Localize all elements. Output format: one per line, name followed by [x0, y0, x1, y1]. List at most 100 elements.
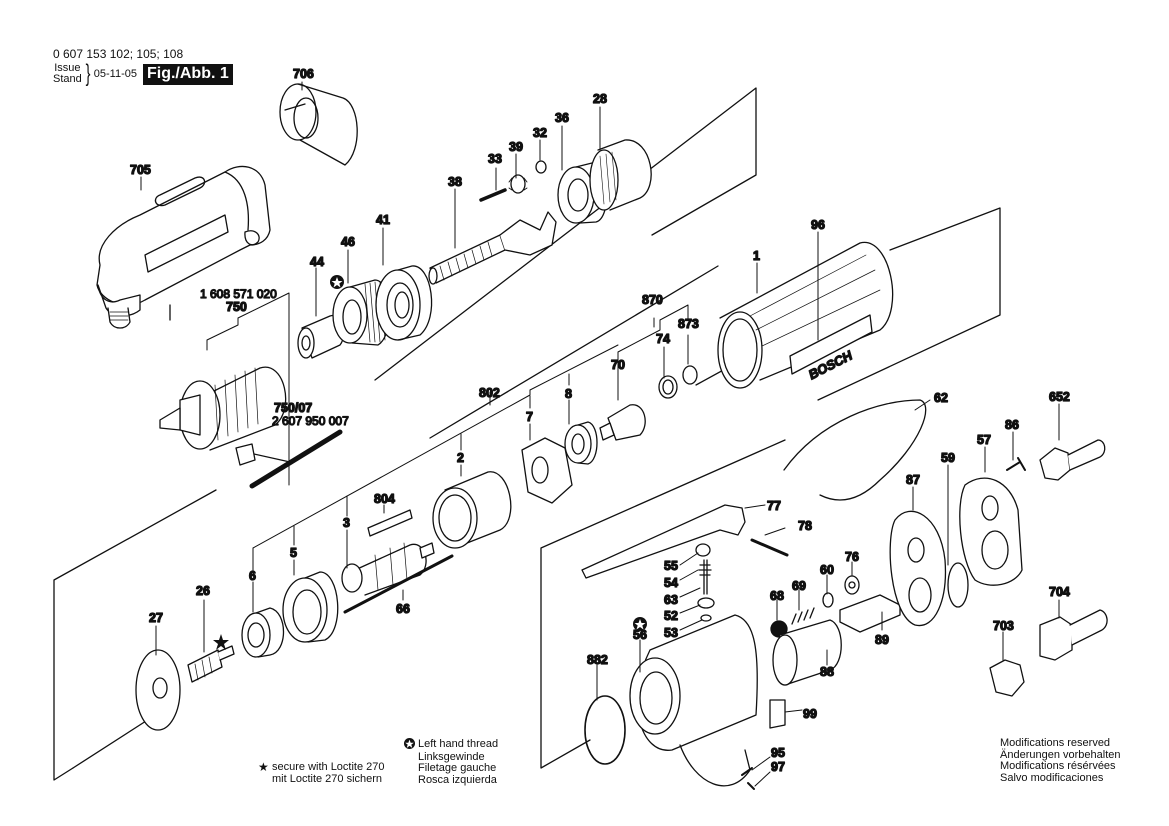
upper-frame-line	[374, 87, 757, 381]
mods-line-1: Modifications reserved	[1000, 737, 1111, 749]
part-750-chuck	[159, 304, 287, 451]
label-750-order-number: 1 608 571 020	[200, 287, 277, 301]
label-2: 2	[457, 451, 464, 465]
part-56-handle-housing	[629, 614, 758, 787]
part-89-filter-pad	[839, 594, 901, 633]
issue-block: Issue Stand } 05-11-05 Fig./Abb. 1	[53, 60, 233, 87]
issue-labels: Issue Stand	[53, 63, 82, 85]
part-63-stem	[703, 559, 708, 595]
label-704: 704	[1049, 585, 1070, 599]
label-36: 36	[555, 111, 569, 125]
label-62: 62	[934, 391, 948, 405]
left-hand-thread-icon	[404, 738, 418, 752]
part-62-wire-clip	[783, 399, 927, 501]
label-652: 652	[1049, 390, 1070, 404]
mods-line-4: Salvo modificaciones	[1000, 771, 1104, 784]
label-96: 96	[811, 218, 825, 232]
label-57: 57	[977, 433, 991, 447]
label-60: 60	[820, 563, 834, 577]
lh-line-4: Rosca izquierda	[418, 773, 497, 786]
label-28: 28	[593, 92, 607, 106]
star-icon: ★	[258, 760, 269, 774]
part-704-hose-connector	[1039, 609, 1108, 661]
part-705-angle-head	[96, 165, 271, 329]
part-99-label-plate	[769, 699, 786, 729]
mods-line-3: Modifications résérvées	[1000, 760, 1116, 772]
part-55-button	[695, 543, 711, 557]
label-26: 26	[196, 584, 210, 598]
left-hand-thread-icon	[633, 617, 647, 631]
label-66: 66	[396, 602, 410, 616]
label-52: 52	[664, 609, 678, 623]
part-38-spindle	[428, 211, 557, 285]
label-33: 33	[488, 152, 502, 166]
part-86-screw	[1006, 457, 1026, 471]
part-33-pin	[479, 188, 507, 202]
part-46-threaded-nut	[332, 279, 390, 346]
label-97: 97	[771, 760, 785, 774]
part-39-gear	[508, 174, 528, 194]
part-7-end-plate	[521, 437, 573, 504]
part-69-spring	[791, 607, 815, 625]
label-63: 63	[664, 593, 678, 607]
label-53: 53	[664, 626, 678, 640]
label-70: 70	[611, 358, 625, 372]
part-76-bush	[844, 575, 860, 595]
label-705: 705	[130, 163, 151, 177]
label-41: 41	[376, 213, 390, 227]
brace-symbol: }	[85, 60, 91, 87]
label-5: 5	[290, 546, 297, 560]
part-number-labels: 706 705 28 36 32 39 33 38 41 46 44 96 1 …	[129, 66, 1070, 774]
loctite-line-2: mit Loctite 270 sichern	[272, 772, 383, 785]
part-68-ball	[770, 620, 788, 638]
loctite-note: ★ secure with Loctite 270 mit Loctite 27…	[258, 760, 385, 785]
label-55: 55	[664, 559, 678, 573]
label-78: 78	[798, 519, 812, 533]
part-1-motor-housing	[717, 241, 894, 389]
lh-line-2: Linksgewinde	[418, 750, 485, 763]
label-8: 8	[565, 387, 572, 401]
label-32: 32	[533, 126, 547, 140]
part-66-pin	[343, 554, 454, 614]
label-87: 87	[906, 473, 920, 487]
label-39: 39	[509, 140, 523, 154]
label-89: 89	[875, 633, 889, 647]
part-5-end-plate	[282, 571, 339, 643]
part-77-lever	[581, 504, 746, 579]
part-53-o-ring	[700, 614, 712, 622]
part-6-bearing	[241, 607, 284, 658]
part-652-hose-nipple	[1039, 439, 1106, 481]
label-1: 1	[753, 249, 760, 263]
part-32-roller	[535, 160, 547, 174]
label-68: 68	[770, 589, 784, 603]
mid-frame-line	[429, 265, 719, 439]
lower-frame-line	[540, 439, 786, 769]
issue-label: Issue	[54, 62, 81, 74]
label-99: 99	[803, 707, 817, 721]
part-59-seal	[947, 562, 969, 608]
left-hand-thread-note: Left hand thread Linksgewinde Filetage g…	[404, 738, 498, 786]
part-95-clip	[741, 767, 753, 776]
part-57-end-cap	[959, 477, 1023, 586]
part-3-rotor	[341, 542, 435, 596]
label-873: 873	[678, 317, 699, 331]
brand-label-plate	[789, 314, 873, 375]
label-802: 802	[479, 386, 500, 400]
part-882-o-ring	[584, 695, 626, 765]
part-703-nut	[989, 659, 1025, 697]
part-750-07-chuck-key	[235, 429, 343, 489]
label-46: 46	[341, 235, 355, 249]
label-76: 76	[845, 550, 859, 564]
label-86: 86	[1005, 418, 1019, 432]
part-41-bearing	[375, 265, 433, 341]
left-frame-line	[53, 489, 217, 781]
part-78-pin	[750, 538, 789, 557]
stand-label: Stand	[53, 73, 82, 85]
label-54: 54	[664, 576, 678, 590]
right-frame-line	[817, 207, 1001, 401]
model-part-numbers: 0 607 153 102; 105; 108	[53, 47, 184, 61]
part-54-spring	[698, 564, 712, 576]
label-804: 804	[374, 492, 395, 506]
label-882: 882	[587, 653, 608, 667]
